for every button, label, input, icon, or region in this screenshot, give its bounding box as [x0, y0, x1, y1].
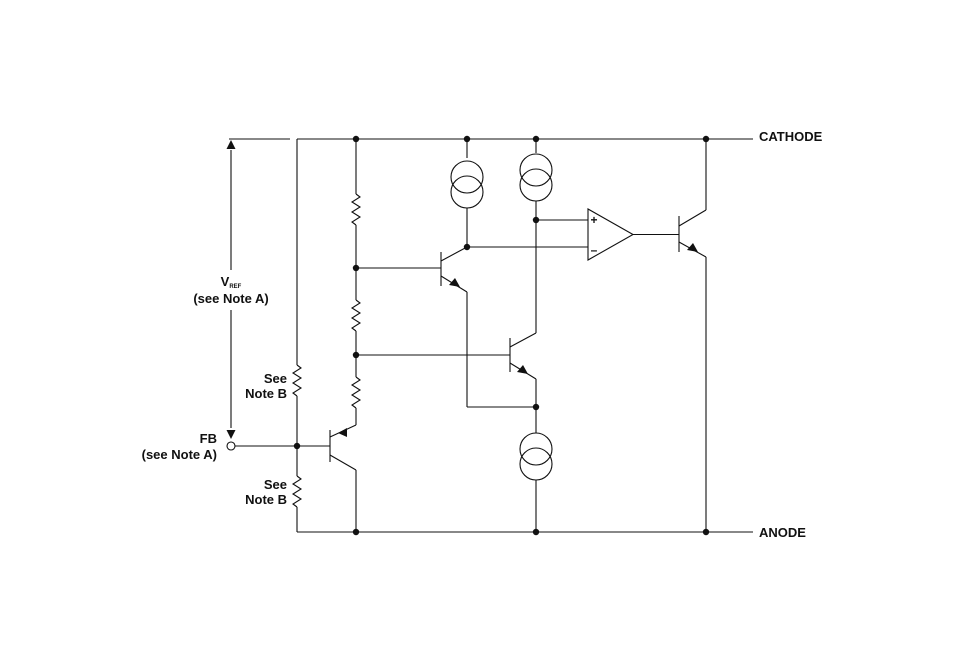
external-resistor-top-note-l2: Note B: [245, 386, 287, 401]
vref-note-label: (see Note A): [193, 291, 268, 306]
current-source-3: [467, 406, 553, 532]
opamp: [467, 208, 679, 261]
transistor-output: [678, 139, 707, 532]
transistor-q2: [356, 246, 468, 407]
transistor-q3: [356, 220, 537, 407]
current-source-1: [450, 139, 484, 247]
junction-dots: [293, 135, 710, 536]
opamp-minus-sign: –: [591, 243, 598, 257]
anode-label: ANODE: [759, 525, 806, 540]
vref-label: VREF: [221, 274, 242, 290]
vref-dimension-arrow: [226, 138, 290, 439]
transistor-q1: [297, 424, 357, 532]
fb-label: FB: [200, 431, 217, 446]
fb-note-label: (see Note A): [142, 447, 217, 462]
external-resistor-bottom: [291, 446, 303, 532]
external-resistor-top-note-l1: See: [264, 371, 287, 386]
opamp-plus-sign: +: [590, 213, 597, 227]
fb-terminal: [226, 441, 297, 451]
internal-resistor-ladder: [350, 139, 362, 425]
external-resistor-top: [291, 139, 303, 446]
external-resistor-bottom-note-l2: Note B: [245, 492, 287, 507]
current-source-2: [519, 139, 553, 220]
external-resistor-bottom-note-l1: See: [264, 477, 287, 492]
cathode-label: CATHODE: [759, 129, 823, 144]
